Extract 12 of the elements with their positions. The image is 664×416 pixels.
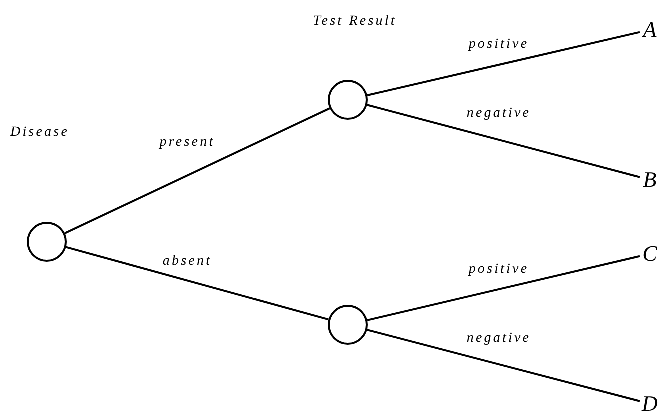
outcome-label: D <box>640 391 660 416</box>
outcome-label: C <box>640 241 660 267</box>
outcome-label: B <box>640 167 660 193</box>
outcome-label: A <box>640 17 660 43</box>
branch-line <box>367 31 640 96</box>
branch-line <box>66 246 329 321</box>
column-heading: Disease <box>10 126 70 140</box>
branch-line <box>367 255 640 322</box>
branch-line <box>367 329 640 402</box>
column-heading: Test Result <box>313 15 397 29</box>
branch-line <box>64 108 330 234</box>
branch-line <box>367 104 640 178</box>
